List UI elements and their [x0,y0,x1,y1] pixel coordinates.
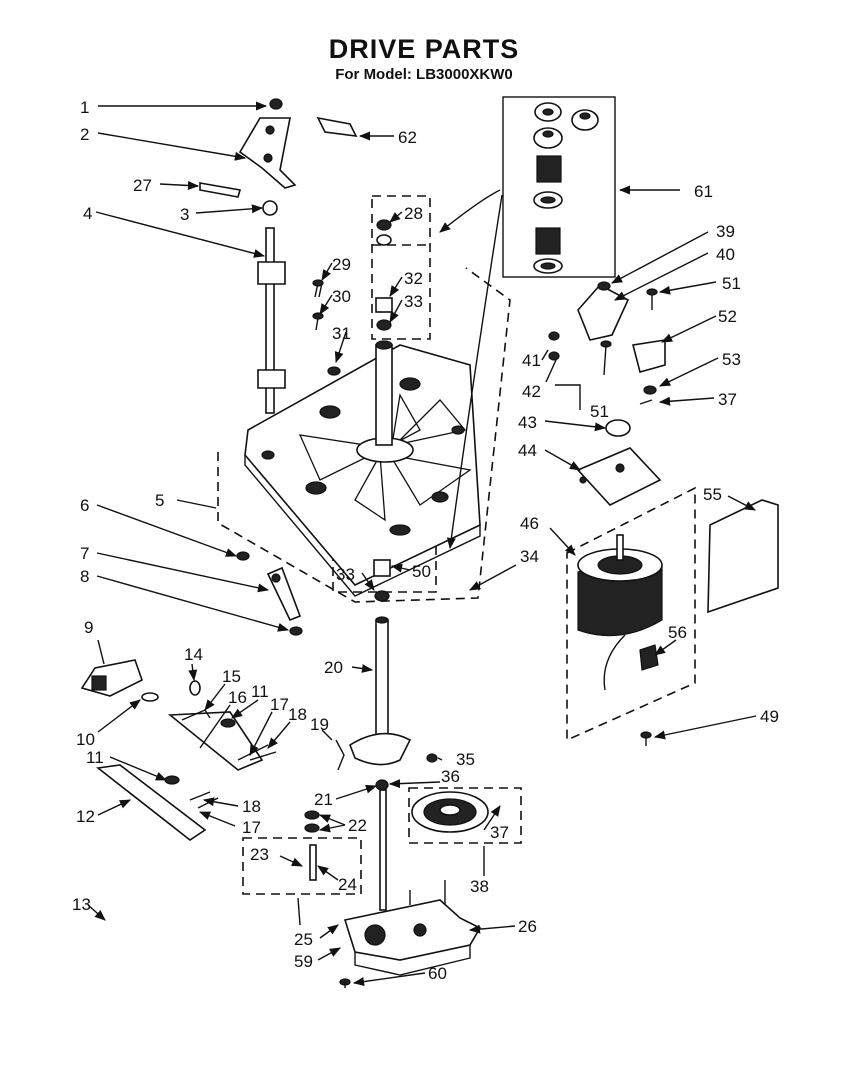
label-39: 39 [716,222,735,241]
transmission [339,880,482,988]
label-28: 28 [404,204,423,223]
label-11-upper: 11 [251,682,269,701]
agitate-shaft [375,619,389,741]
label-15: 15 [222,667,241,686]
label-56: 56 [668,623,687,642]
mounting-plate [244,344,481,597]
label-59: 59 [294,952,313,971]
label-26: 26 [518,917,537,936]
label-12: 12 [76,807,95,826]
label-25: 25 [294,930,313,949]
seal-kit [533,102,599,274]
diagram-subtitle: For Model: LB3000XKW0 [335,66,513,83]
label-4: 4 [83,204,92,223]
label-38: 38 [470,877,489,896]
pulley-box [408,787,522,844]
label-2: 2 [80,125,89,144]
shaft-collar [349,732,412,766]
label-13: 13 [72,895,91,914]
callout-labels: 1 2 62 27 3 4 29 30 31 28 32 33 61 39 40… [72,98,779,983]
drive-motor [577,534,663,691]
label-29: 29 [332,255,351,274]
label-11-lower: 11 [86,748,104,767]
label-19: 19 [310,715,329,734]
label-24: 24 [338,875,357,894]
label-33-bottom: 33 [336,565,355,584]
seal-kit-box [502,96,616,278]
label-50: 50 [412,562,431,581]
label-52: 52 [718,307,737,326]
label-3: 3 [180,205,189,224]
brake-linkage [80,551,303,841]
motor-brackets [548,281,666,506]
curved-arrow-long [446,194,503,550]
label-40: 40 [716,245,735,264]
drive-pulley [411,791,489,833]
base-assembly-outline [217,267,511,603]
label-35: 35 [456,750,475,769]
label-53: 53 [722,350,741,369]
label-10: 10 [76,730,95,749]
label-16: 16 [228,688,247,707]
label-22: 22 [348,816,367,835]
curved-arrow-top [439,189,501,233]
label-43: 43 [518,413,537,432]
label-21: 21 [314,790,333,809]
label-46: 46 [520,514,539,533]
label-41: 41 [522,351,541,370]
label-60: 60 [428,964,447,983]
drive-belt [93,904,214,972]
label-27: 27 [133,176,152,195]
lower-bearings [373,559,391,602]
label-36: 36 [441,767,460,786]
label-18-lower: 18 [242,797,261,816]
label-23: 23 [250,845,269,864]
label-62: 62 [398,128,417,147]
label-30: 30 [332,287,351,306]
label-51-top: 51 [722,274,741,293]
label-17-upper: 17 [270,695,289,714]
label-33-top: 33 [404,292,423,311]
label-34: 34 [520,547,539,566]
label-20: 20 [324,658,343,677]
label-7: 7 [80,544,89,563]
upper-bearings [375,219,393,331]
leader-lines [87,101,757,987]
label-14: 14 [184,645,203,664]
label-5: 5 [155,491,164,510]
label-31: 31 [332,324,351,343]
label-44: 44 [518,441,537,460]
label-1: 1 [80,98,89,117]
label-32: 32 [404,269,423,288]
label-8: 8 [80,567,89,586]
diagram-title: DRIVE PARTS [328,34,520,64]
label-55: 55 [703,485,722,504]
center-tube [375,344,393,446]
label-51-bottom: 51 [590,402,609,421]
label-61: 61 [694,182,713,201]
label-49: 49 [760,707,779,726]
spring [335,739,345,771]
label-18-upper: 18 [288,705,307,724]
shaft-pin-box [242,837,362,895]
label-42: 42 [522,382,541,401]
motor-shield [707,499,779,614]
label-17-lower: 17 [242,818,261,837]
bearing-group-box [371,195,431,340]
label-37-right: 37 [718,390,737,409]
label-6: 6 [80,496,89,515]
motor-group-box [566,486,696,742]
label-37-pulley: 37 [490,823,509,842]
label-9: 9 [84,618,93,637]
